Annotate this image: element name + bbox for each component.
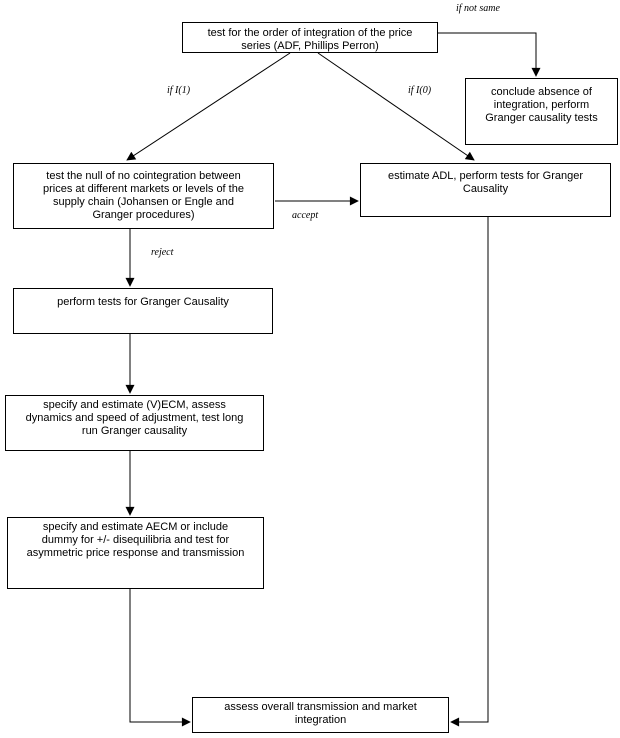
label-reject: reject bbox=[151, 247, 174, 258]
box-assess-overall-transmission: assess overall transmission and market i… bbox=[192, 697, 449, 733]
box-conclude-absence-integration: conclude absence of integration, perform… bbox=[465, 78, 618, 145]
label-if-i1: if I(1) bbox=[167, 85, 191, 96]
box-test-no-cointegration: test the null of no cointegration betwee… bbox=[13, 163, 274, 229]
arrow-adl-to-final bbox=[450, 217, 489, 727]
arrow-if-i0 bbox=[317, 52, 475, 161]
arrow-aecm-to-final bbox=[129, 589, 191, 727]
arrow-if-not-same bbox=[438, 32, 541, 77]
box-test-order-integration: test for the order of integration of the… bbox=[182, 22, 438, 53]
box-estimate-vecm: specify and estimate (V)ECM, assess dyna… bbox=[5, 395, 264, 451]
label-if-i0: if I(0) bbox=[408, 85, 432, 96]
box-estimate-aecm: specify and estimate AECM or include dum… bbox=[7, 517, 264, 589]
box-estimate-adl: estimate ADL, perform tests for Granger … bbox=[360, 163, 611, 217]
label-accept: accept bbox=[292, 210, 319, 221]
label-if-not-same: if not same bbox=[456, 3, 500, 14]
arrow-if-i1 bbox=[126, 52, 291, 161]
box-granger-causality-tests: perform tests for Granger Causality bbox=[13, 288, 273, 334]
